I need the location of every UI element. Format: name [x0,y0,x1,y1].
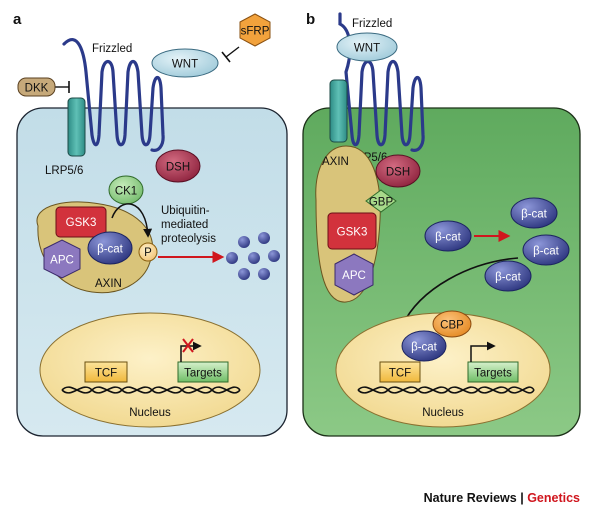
gsk3-label-b: GSK3 [337,227,368,239]
beta-catenin-accumulated-2 [522,234,570,266]
frizzled-label-a: Frizzled [92,43,132,55]
gbp-protein [365,189,397,213]
credit-separator: | [517,491,527,505]
beta-catenin-nuclear-label: β-cat [411,342,438,354]
lrp-label-a: LRP5/6 [45,165,83,177]
panel-a: a Frizzled LRP5/6 DKK WNT sFRP DSH AXIN … [13,11,288,437]
wnt-label-a: WNT [172,59,198,71]
beta-catenin-a [87,231,133,265]
panel-letter-a: a [13,11,22,28]
ubiquitin-label-line2: mediated [161,219,208,231]
dsh-label-a: DSH [166,162,190,174]
beta-catenin-accumulated-label-2: β-cat [533,246,560,258]
gsk3-label-a: GSK3 [66,217,97,229]
sfrp-inhibit-line [225,46,240,58]
fragment-dot [258,232,270,244]
targets-label-a: Targets [184,368,222,380]
beta-catenin-free [424,220,472,252]
dkk-label: DKK [25,83,49,95]
fragment-dot [226,252,238,264]
nuclear-translocation-arrow [400,257,519,328]
fragment-dot [238,236,250,248]
nucleus-label-b: Nucleus [422,407,464,419]
beta-catenin-accumulated-label-1: β-cat [521,209,548,221]
frizzled-receptor-a [62,38,165,152]
ubiquitin-label-line1: Ubiquitin- [161,205,210,217]
fragment-dot [248,252,260,264]
phosphate-label: P [144,247,152,259]
gsk3-protein-a [55,206,107,238]
target-genes-a [177,361,229,383]
tcf-label-a: TCF [95,368,117,380]
dna-strand-2-a [61,386,241,394]
fragment-dot [238,268,250,280]
sfrp-label: sFRP [241,26,270,38]
tcf-factor-b [379,361,421,383]
target-genes-b [467,361,519,383]
gsk3-protein-b [327,212,377,250]
wnt-label-b: WNT [354,43,380,55]
targets-label-b: Targets [474,368,512,380]
lrp-coreceptor-b [329,79,348,143]
dsh-label-b: DSH [386,167,410,179]
dsh-protein-b [375,154,421,188]
apc-label-b: APC [342,270,366,282]
dsh-protein-a [155,149,201,183]
credit-journal: Nature Reviews [424,491,517,505]
ubiquitin-label-line3: proteolysis [161,233,216,245]
gbp-label: GBP [369,197,394,209]
phosphorylation-arrow [111,203,153,238]
nucleus-label-a: Nucleus [129,407,171,419]
axin-label-b: AXIN [322,156,349,168]
beta-catenin-accumulated-label-3: β-cat [495,272,522,284]
cbp-protein [432,310,472,338]
frizzled-receptor-b [338,12,425,152]
lrp-coreceptor-a [67,97,86,157]
wnt-ligand-a [151,48,219,78]
degraded-fragments [226,232,280,280]
beta-catenin-accumulated-1 [510,197,558,229]
journal-credit: Nature Reviews | Genetics [424,491,580,505]
blocked-transcription-arrow [180,341,202,362]
apc-protein-a [43,239,81,279]
tcf-label-b: TCF [389,368,411,380]
dkk-protein [17,77,56,97]
beta-catenin-free-label: β-cat [435,232,462,244]
sfrp-inhibit-bar [221,51,231,63]
beta-catenin-label-a: β-cat [97,244,124,256]
ck1-label: CK1 [115,186,137,198]
dna-strand-2-b [357,386,535,394]
panel-letter-b: b [306,11,315,28]
phosphate-group [138,242,158,262]
tcf-factor-a [84,361,128,383]
beta-catenin-nuclear [401,330,447,362]
block-x-icon [182,338,194,353]
wnt-ligand-b [336,32,398,62]
cbp-label: CBP [440,320,464,332]
nucleus-a [39,312,261,428]
fragment-dot [268,250,280,262]
sfrp-protein [239,13,271,47]
axin-label-a: AXIN [95,278,122,290]
apc-label-a: APC [50,255,74,267]
frizzled-label-b: Frizzled [352,18,392,30]
credit-section: Genetics [527,491,580,505]
beta-catenin-accumulated-3 [484,260,532,292]
apc-protein-b [334,253,374,296]
panel-b: b Frizzled WNT LRP5/6 AXIN DSH GBP GSK3 … [302,11,581,437]
active-transcription-arrow [470,341,496,362]
fragment-dot [258,268,270,280]
